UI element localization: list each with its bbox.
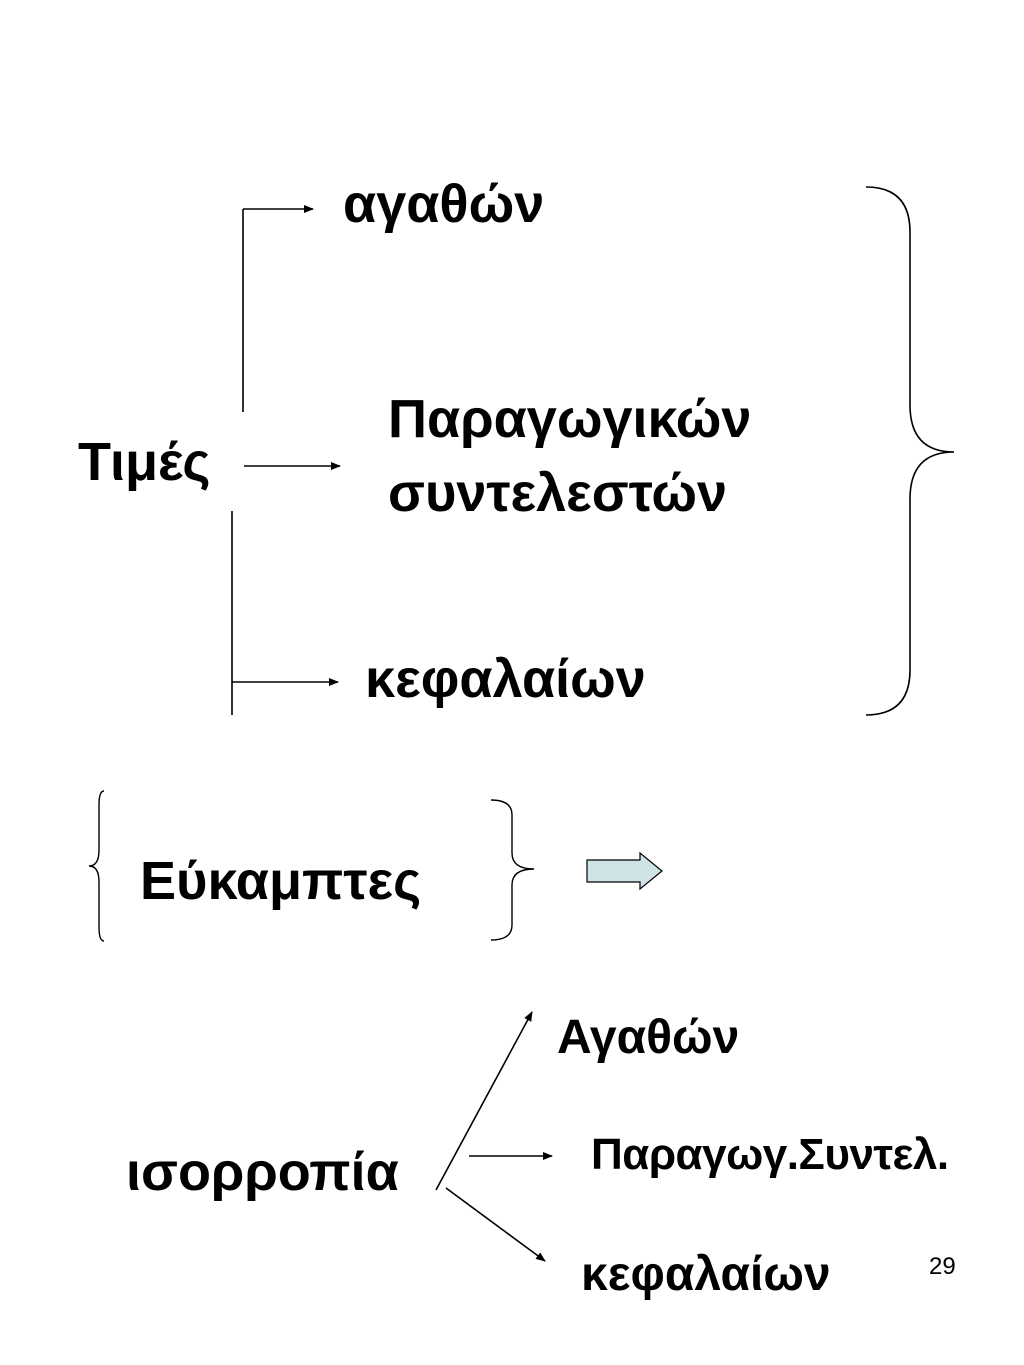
factors-label-bottom: Παραγωγ.Συντελ.	[591, 1130, 949, 1179]
equilibrium-label: ισορροπία	[126, 1142, 399, 1202]
capital-label-bottom: κεφαλαίων	[581, 1248, 831, 1301]
goods-label: αγαθών	[343, 174, 545, 234]
arrow-to-goods-bottom	[435, 1011, 533, 1191]
factors-label-line1: Παραγωγικών	[388, 389, 752, 449]
goods-label-bottom: Αγαθών	[557, 1011, 740, 1064]
right-curly-brace-large	[865, 186, 955, 716]
factors-label-line2: συντελεστών	[388, 463, 727, 523]
block-right-arrow-icon	[586, 851, 663, 891]
right-curly-brace-small	[490, 799, 535, 941]
flexible-label: Εύκαμπτες	[140, 851, 422, 911]
prices-label: Τιμές	[78, 432, 211, 492]
left-curly-brace-small	[88, 790, 105, 942]
arrow-to-capital-bottom	[445, 1187, 546, 1262]
page-number: 29	[929, 1253, 956, 1280]
top-connectors	[231, 205, 341, 715]
capital-label: κεφαλαίων	[365, 649, 646, 709]
bottom-connectors	[435, 1011, 553, 1262]
